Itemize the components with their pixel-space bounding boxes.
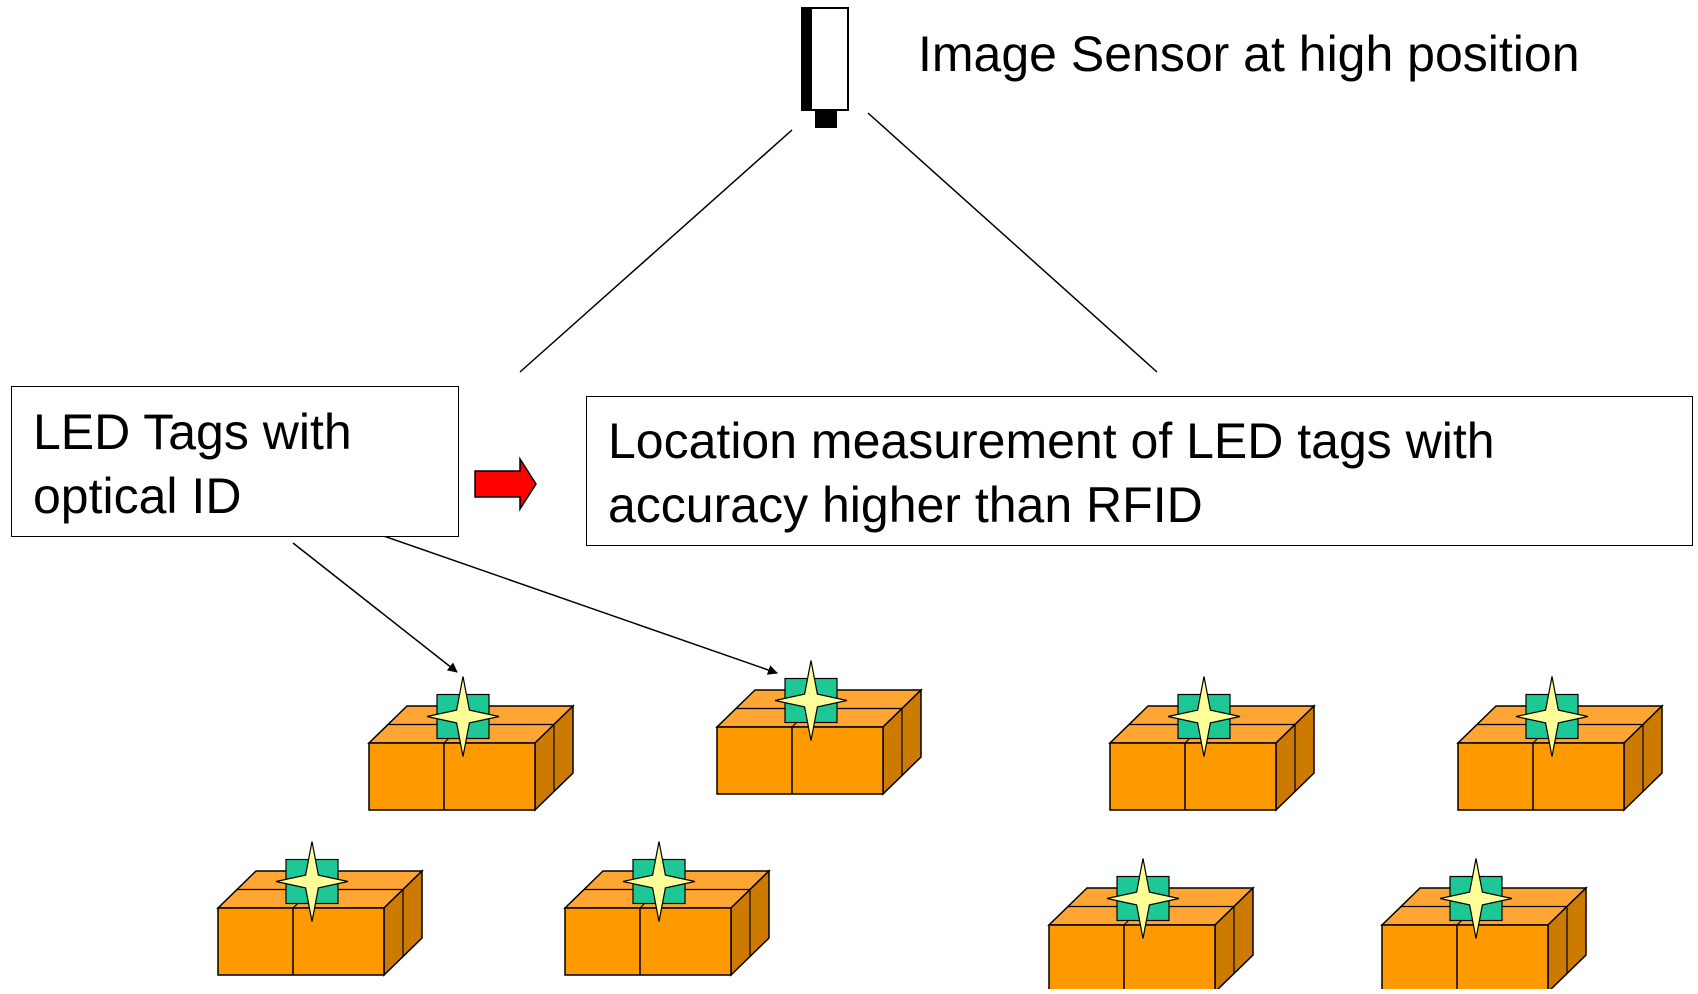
- led-tags-line-1: LED Tags with: [33, 404, 352, 460]
- pointer-arrow-1: [292, 542, 458, 673]
- field-of-view-right-line: [867, 112, 1158, 373]
- led-star-icon: [774, 660, 848, 741]
- package-group: [216, 660, 1664, 994]
- led-tag-icon: [1439, 858, 1513, 939]
- led-tags-line-2: optical ID: [33, 468, 242, 524]
- pointer-arrow-2: [377, 533, 778, 675]
- location-measurement-box: Location measurement of LED tags with ac…: [586, 396, 1693, 546]
- package-box: [1047, 858, 1255, 994]
- package-box: [367, 676, 575, 812]
- package-box: [1456, 676, 1664, 812]
- package-box: [715, 660, 923, 796]
- led-star-icon: [1167, 676, 1241, 757]
- led-star-icon: [426, 676, 500, 757]
- package-box: [1380, 858, 1588, 994]
- sensor-caption: Image Sensor at high position: [918, 26, 1580, 82]
- led-tag-icon: [774, 660, 848, 741]
- led-tags-box: LED Tags with optical ID: [11, 386, 459, 537]
- led-tag-icon: [1167, 676, 1241, 757]
- led-tag-icon: [426, 676, 500, 757]
- package-box: [1108, 676, 1316, 812]
- image-sensor-icon: [801, 7, 849, 128]
- led-tag-icon: [622, 841, 696, 922]
- led-star-icon: [275, 841, 349, 922]
- package-box: [216, 841, 424, 977]
- led-tag-icon: [1106, 858, 1180, 939]
- field-of-view-left-line: [519, 129, 793, 373]
- location-line-2: accuracy higher than RFID: [608, 477, 1203, 533]
- led-tag-icon: [1515, 676, 1589, 757]
- led-star-icon: [1439, 858, 1513, 939]
- led-star-icon: [1106, 858, 1180, 939]
- led-star-icon: [1515, 676, 1589, 757]
- led-star-icon: [622, 841, 696, 922]
- location-line-1: Location measurement of LED tags with: [608, 413, 1495, 469]
- led-tag-icon: [275, 841, 349, 922]
- red-arrow-icon: [474, 456, 537, 512]
- package-box: [563, 841, 771, 977]
